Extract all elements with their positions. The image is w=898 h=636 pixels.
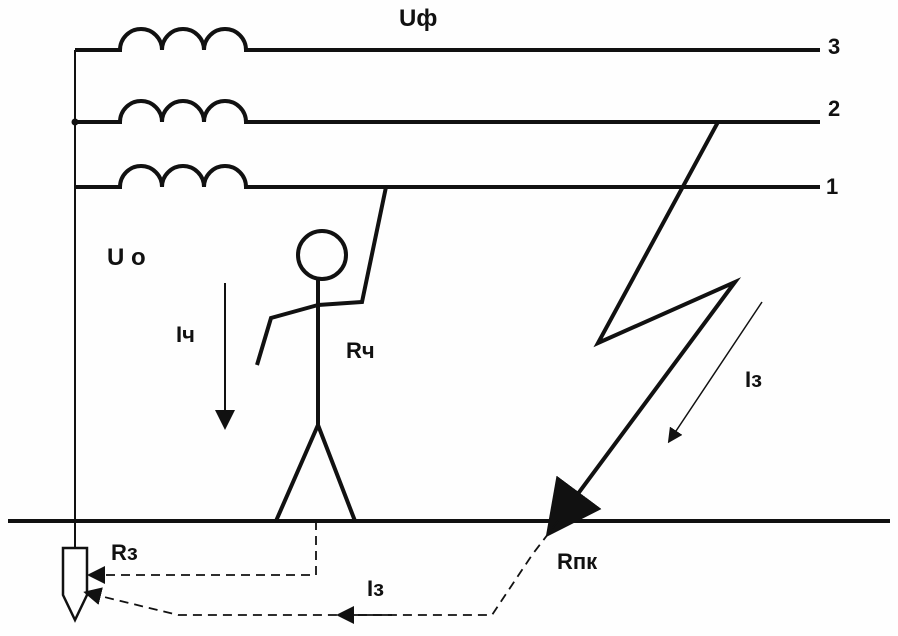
ground-current-from-fault: [83, 520, 559, 616]
ground-electrode: [61, 546, 89, 623]
person-arm-left: [255, 303, 319, 366]
fault-current-arrow: [667, 301, 763, 444]
neutral-junction: [71, 118, 79, 126]
body-current-label: Iч: [176, 322, 195, 347]
ground-current-from-person: [87, 521, 317, 584]
line-3-label: 3: [828, 34, 841, 59]
line-2-label: 2: [828, 96, 841, 121]
phase-voltage-label: Uф: [399, 5, 438, 32]
person-head: [296, 229, 348, 281]
ground-electrode-resistance-label: Rз: [111, 540, 138, 565]
person-legs: [274, 419, 357, 522]
winding-phase-3: [75, 27, 820, 52]
fault-current-ground-label: Iз: [367, 576, 385, 601]
body-resistance-label: Rч: [346, 338, 375, 363]
fault-path: [545, 121, 742, 538]
winding-phase-2: [75, 99, 820, 124]
person-figure: [255, 186, 388, 522]
contact-point-resistance-label: Rпк: [557, 549, 598, 574]
fault-current-air-label: Iз: [745, 367, 763, 392]
line-1-label: 1: [826, 174, 839, 199]
person-arm-right: [317, 186, 388, 307]
winding-phase-1: [75, 164, 820, 189]
neutral-voltage-label: U о: [107, 244, 146, 271]
